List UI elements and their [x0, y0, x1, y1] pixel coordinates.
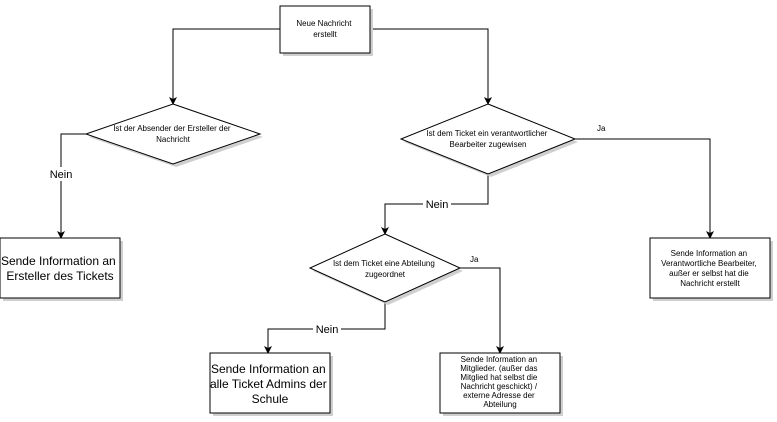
decision-sender-line-2: Nachricht — [156, 135, 191, 144]
action-assignee-line-2: Verantwortliche Bearbeiter, — [661, 259, 757, 268]
decision-sender-line-1: Ist der Absender der Ersteller der — [113, 124, 231, 133]
action-department: Sende Information an Mitglieder. (außer … — [439, 352, 563, 416]
edge-start-to-assignee — [370, 28, 492, 105]
action-department-line-6: Abteilung — [483, 400, 516, 409]
action-assignee-line-3: außer er selbst hat die — [669, 269, 749, 278]
decision-department: Ist dem Ticket eine Abteilung zugeordnet — [308, 233, 463, 305]
edge-label-nein-department: Nein — [316, 324, 339, 336]
action-department-line-1: Sende Information an — [461, 355, 538, 364]
edge-label-ja-assignee: Ja — [597, 124, 606, 133]
decision-department-line-2: zugeordnet — [365, 270, 406, 279]
action-department-line-5: externe Adresse der — [463, 391, 535, 400]
decision-department-line-1: Ist dem Ticket eine Abteilung — [333, 259, 435, 268]
decision-assignee: Ist dem Ticket ein verantwortlicher Bear… — [399, 103, 578, 177]
action-assignee-line-4: Nachricht erstellt — [680, 279, 740, 288]
start-node-line-1: Neue Nachricht — [296, 19, 352, 28]
action-department-line-3: Mitglied hat selbst die — [460, 373, 537, 382]
svg-text:Ist der Absender der Ersteller: Ist der Absender der Ersteller der Nachr… — [113, 124, 233, 144]
svg-text:Neue Nachricht erstellt: Neue Nachricht erstellt — [296, 19, 353, 39]
decision-sender: Ist der Absender der Ersteller der Nachr… — [84, 103, 263, 167]
start-node: Neue Nachricht erstellt — [279, 5, 373, 56]
decision-assignee-line-1: Ist dem Ticket ein verantwortlicher — [426, 129, 547, 138]
action-department-line-4: Nachricht geschickt) / — [461, 382, 538, 391]
action-admins-line-3: Schule — [252, 392, 289, 406]
svg-text:Sende Information an Ver: Sende Information an Verantwortliche Bea… — [661, 249, 759, 288]
edge-label-ja-department: Ja — [470, 255, 479, 264]
decision-assignee-line-2: Bearbeiter zugewisen — [450, 140, 527, 149]
action-department-line-2: Mitglieder. (außer das — [460, 364, 537, 373]
action-assignee-line-1: Sende Information an — [671, 249, 748, 258]
action-admins-line-2: alle Ticket Admins der — [210, 377, 327, 391]
edge-label-nein-assignee: Nein — [426, 199, 449, 211]
svg-text:Sende Information an Mit: Sende Information an Mitglieder. (außer … — [460, 355, 540, 409]
edge-start-to-sender — [169, 28, 280, 105]
svg-text:Sende Information an all: Sende Information an alle Ticket Admins … — [210, 362, 330, 406]
edge-assignee-ja — [575, 138, 714, 239]
edge-label-nein-sender: Nein — [50, 169, 73, 181]
edges — [57, 28, 714, 354]
start-node-line-2: erstellt — [313, 30, 337, 39]
edge-department-ja — [460, 267, 504, 354]
edge-sender-nein — [57, 133, 86, 239]
edge-labels: Nein Ja Nein Ja Nein — [47, 124, 606, 336]
action-creator-line-2: Ersteller des Tickets — [6, 269, 113, 283]
svg-text:Sende Information an Ers: Sende Information an Ersteller des Ticke… — [1, 254, 119, 283]
action-admins-line-1: Sende Information an — [211, 362, 326, 376]
action-assignee: Sende Information an Verantwortliche Bea… — [649, 237, 773, 301]
svg-text:Ist dem Ticket ein verantwortl: Ist dem Ticket ein verantwortlicher Bear… — [426, 129, 549, 149]
action-admins: Sende Information an alle Ticket Admins … — [209, 352, 333, 416]
action-creator: Sende Information an Ersteller des Ticke… — [0, 237, 123, 301]
action-creator-line-1: Sende Information an — [1, 254, 116, 268]
svg-text:Ist dem Ticket eine Abteilung: Ist dem Ticket eine Abteilung zugeordnet — [333, 259, 437, 279]
